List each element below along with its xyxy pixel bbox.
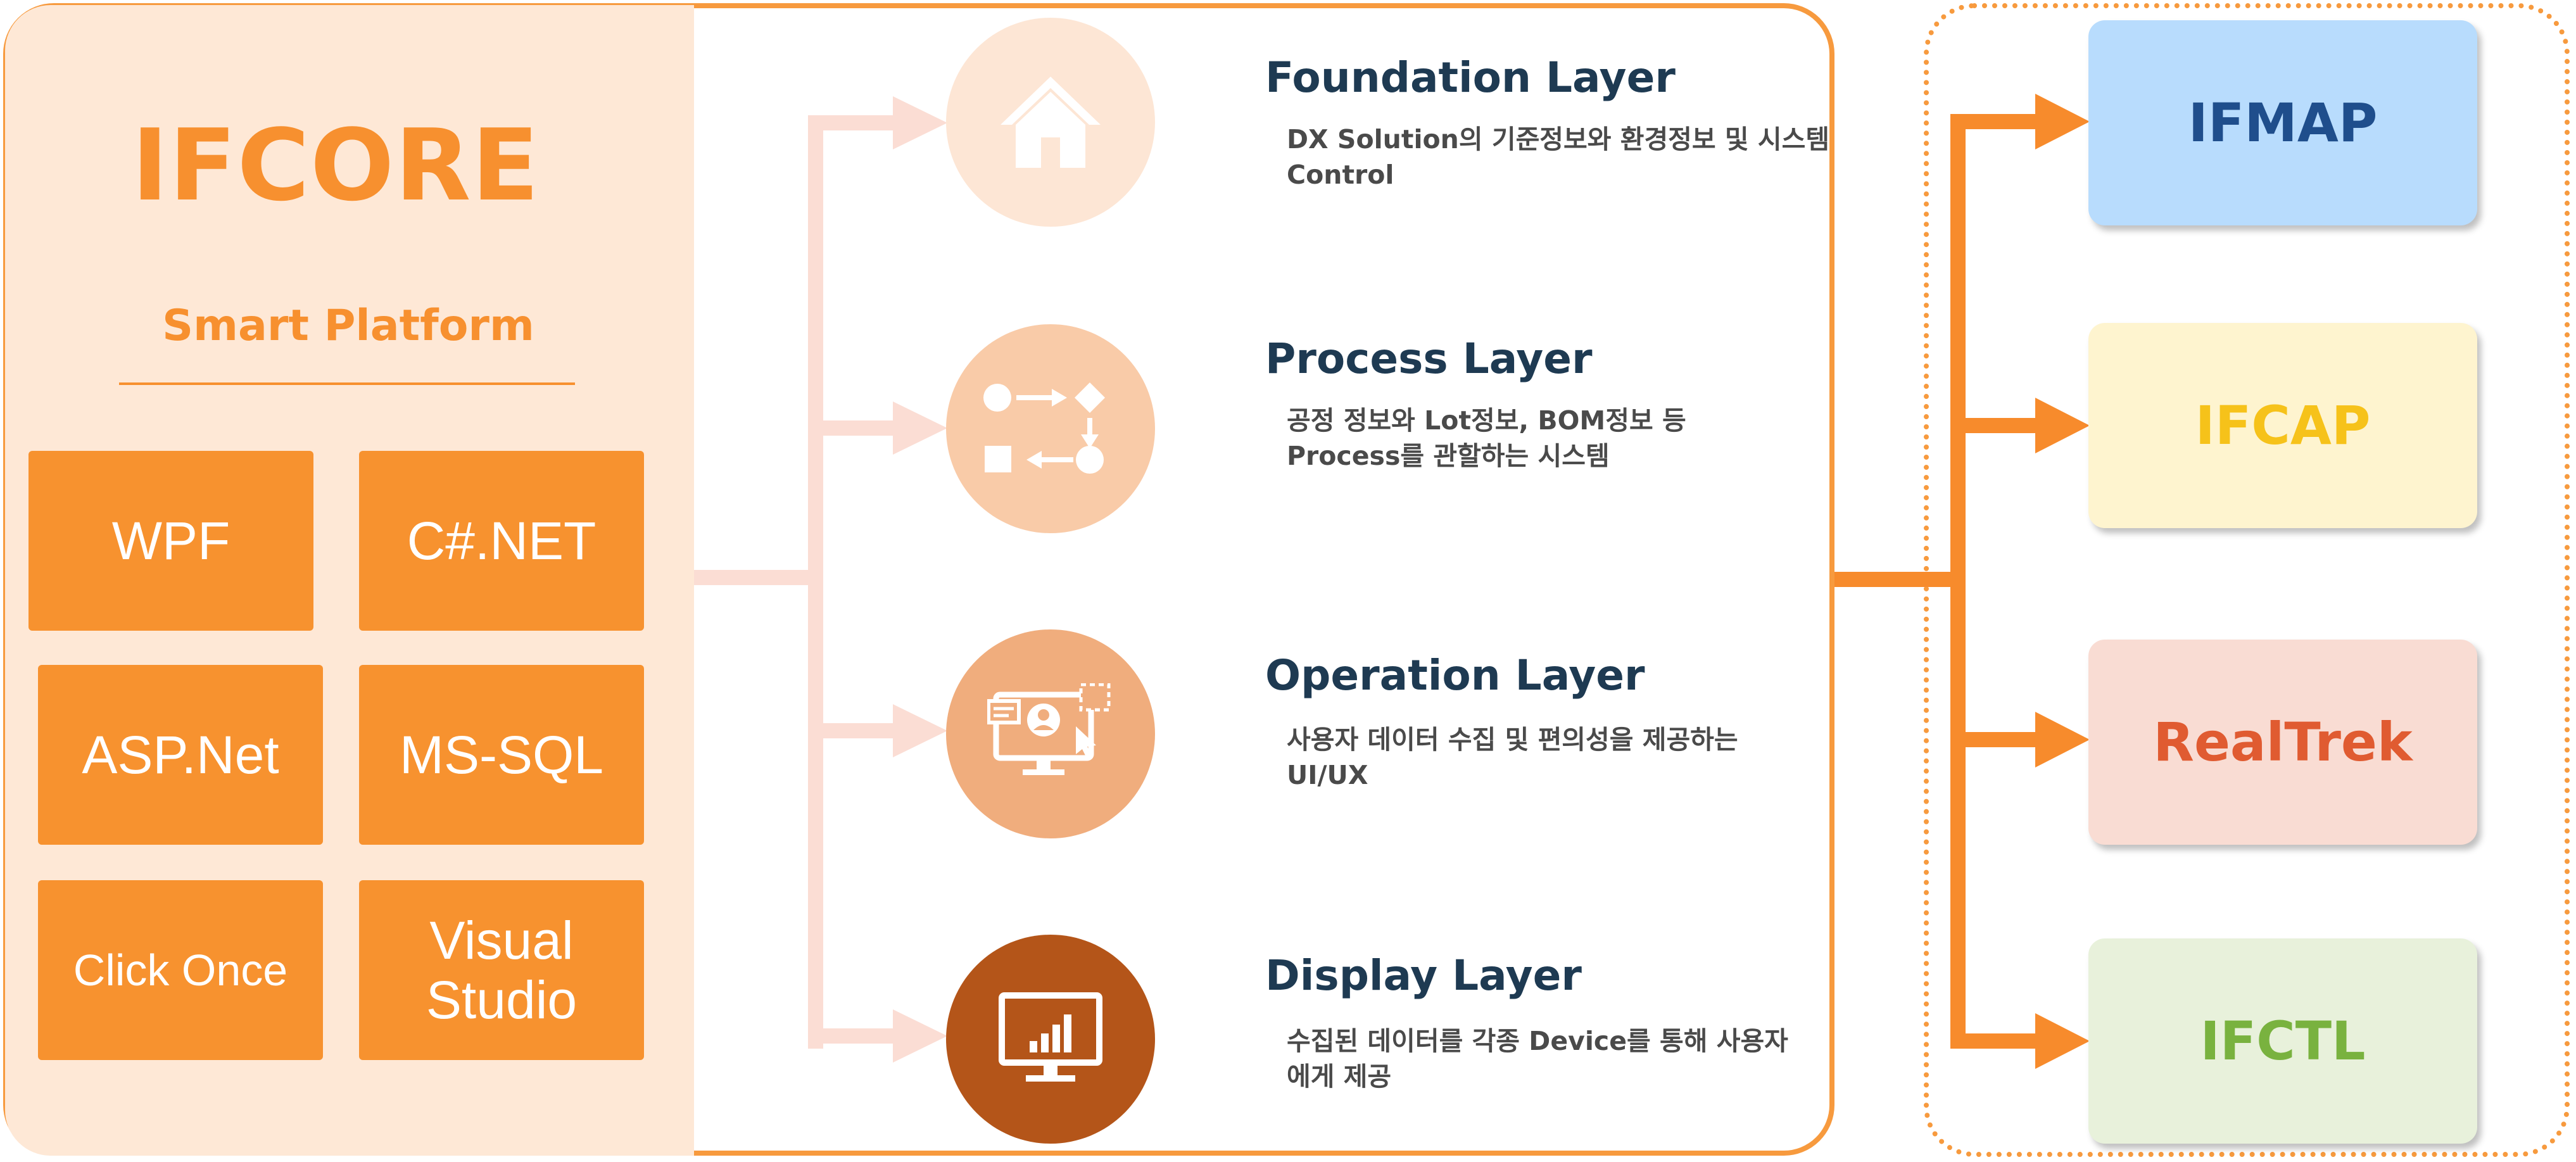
process-connector bbox=[808, 420, 897, 436]
platform-connector-stem bbox=[694, 570, 814, 585]
tech-tile-csharp: C#.NET bbox=[359, 451, 644, 631]
display-connector bbox=[808, 1028, 897, 1044]
realtrek-connector bbox=[1950, 732, 2045, 747]
foundation-layer-desc-line1: DX Solution의 기준정보와 환경정보 및 시스템 bbox=[1287, 124, 1830, 155]
operation-arrowhead bbox=[893, 704, 947, 757]
product-card-ifmap: IFMAP bbox=[2088, 20, 2477, 225]
foundation-arrowhead bbox=[893, 96, 947, 149]
product-card-ifctl: IFCTL bbox=[2088, 938, 2477, 1144]
subtitle-divider bbox=[119, 382, 575, 385]
process-layer-title: Process Layer bbox=[1265, 334, 1593, 383]
product-connector-trunk bbox=[1950, 114, 1966, 1049]
tech-tile-aspnet: ASP.Net bbox=[38, 665, 323, 845]
foundation-layer-desc-line2: Control bbox=[1287, 160, 1394, 190]
house-icon bbox=[1001, 77, 1101, 168]
operation-layer-desc-line2: UI/UX bbox=[1287, 760, 1368, 790]
operation-layer-circle bbox=[946, 629, 1155, 838]
process-flow-icon bbox=[983, 382, 1105, 474]
ifctl-connector bbox=[1950, 1033, 2045, 1049]
ifmap-connector bbox=[1950, 114, 2045, 129]
ifcap-connector bbox=[1950, 418, 2045, 433]
process-layer-desc-line2: Process를 관할하는 시스템 bbox=[1287, 441, 1610, 471]
tech-tile-wpf: WPF bbox=[28, 451, 313, 631]
display-arrowhead bbox=[893, 1009, 947, 1063]
operation-layer-title: Operation Layer bbox=[1265, 651, 1645, 700]
product-card-realtrek: RealTrek bbox=[2088, 640, 2477, 845]
foundation-layer-title: Foundation Layer bbox=[1265, 53, 1676, 102]
ifcap-arrowhead bbox=[2035, 398, 2090, 453]
operation-layer-desc-line1: 사용자 데이터 수집 및 편의성을 제공하는 bbox=[1287, 724, 1738, 755]
platform-subtitle: Smart Platform bbox=[162, 301, 534, 351]
product-connector-stem bbox=[1834, 572, 1956, 587]
process-arrowhead bbox=[893, 401, 947, 455]
process-layer-circle bbox=[946, 324, 1155, 533]
foundation-connector bbox=[808, 115, 897, 130]
chart-monitor-icon bbox=[999, 992, 1102, 1082]
platform-title: IFCORE bbox=[131, 108, 540, 223]
product-connectors bbox=[1834, 94, 2090, 1069]
realtrek-arrowhead bbox=[2035, 712, 2090, 767]
user-monitor-icon bbox=[987, 683, 1111, 775]
display-layer-desc-line1: 수집된 데이터를 각종 Device를 통해 사용자 bbox=[1287, 1026, 1788, 1056]
layer-connectors bbox=[694, 96, 947, 1063]
product-card-ifcap: IFCAP bbox=[2088, 323, 2477, 528]
tech-tile-mssql: MS-SQL bbox=[359, 665, 644, 845]
display-layer-title: Display Layer bbox=[1265, 951, 1582, 1000]
ifmap-arrowhead bbox=[2035, 94, 2090, 149]
display-layer-desc-line2: 에게 제공 bbox=[1287, 1061, 1392, 1092]
display-layer-circle bbox=[946, 935, 1155, 1144]
tech-tile-clickonce: Click Once bbox=[38, 880, 323, 1060]
foundation-layer-circle bbox=[946, 18, 1155, 227]
ifctl-arrowhead bbox=[2035, 1013, 2090, 1069]
operation-connector bbox=[808, 723, 897, 738]
tech-tile-visualstudio: Visual Studio bbox=[359, 880, 644, 1060]
process-layer-desc-line1: 공정 정보와 Lot정보, BOM정보 등 bbox=[1287, 405, 1686, 436]
layer-connector-trunk bbox=[808, 115, 823, 1049]
